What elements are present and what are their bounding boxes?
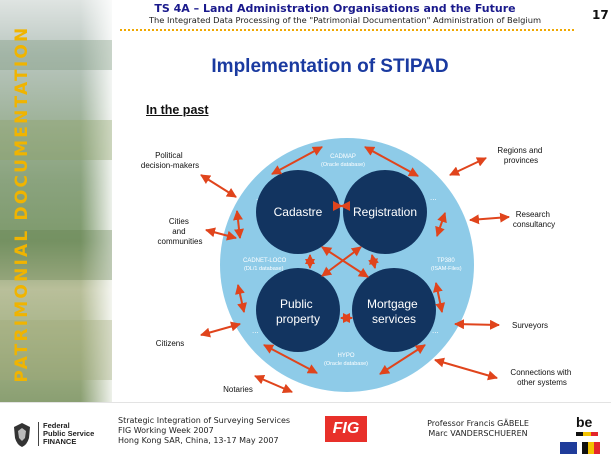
arrow-notaries [254,374,293,394]
sidebar-photo-strip: PATRIMONIAL DOCUMENTATION [0,0,112,402]
ext-regions-label: Regions and provinces [497,146,544,165]
org-line-2: Public Service [43,429,95,438]
node-mortgage-label: Mortgage services [367,297,421,326]
event-line-2: FIG Working Week 2007 [118,426,214,435]
db-cadmap-name: CADMAP [330,154,356,160]
ext-cities-label: Cities and communities [158,217,203,246]
node-cadastre [256,170,340,254]
ext-citizens-label: Citizens [156,339,184,348]
db-cadnet-name: CADNET-LOCO [243,258,287,264]
node-public-property [256,268,340,352]
ext-connections-line1: Connections with [510,368,571,377]
belgian-coat-of-arms-icon [14,423,30,447]
ext-cities-line3: communities [158,237,203,246]
ext-surveyors-label: Surveyors [512,321,548,330]
db-hypo-type: (Oracle database) [324,361,368,367]
event-line-1: Strategic Integration of Surveying Servi… [118,416,291,425]
arrow-registration-mortgage [368,254,379,269]
footer-event-info: Strategic Integration of Surveying Servi… [118,416,318,446]
footer-organisation: Federal Public Service FINANCE [38,422,105,446]
slide-title: Implementation of STIPAD [211,56,449,77]
arrow-political [200,174,237,198]
node-registration-label: Registration [353,205,417,219]
ext-research-label: Research consultancy [513,210,555,229]
fig-logo: FIG [325,416,367,442]
node-registration [343,170,427,254]
be-logo: be [576,414,593,430]
author-1: Professor Francis GÄBELE [427,419,529,428]
arrow-cadmap-right [364,146,419,177]
section-heading: In the past [146,103,209,117]
db-tp380-name: TP380 [437,258,455,264]
arrow-surveyors [454,319,500,330]
arrow-cadmap-left [271,146,323,175]
ext-connections-label: Connections with other systems [510,368,573,387]
ext-political-label: Political decision-makers [141,151,199,170]
arrow-right-top [435,212,447,237]
ext-research-line2: consultancy [513,220,555,229]
arrow-citizens [200,321,241,338]
arrow-left-bottom [235,284,247,313]
node-public-property-line2: property [276,312,320,326]
node-public-property-label: Public property [276,297,320,326]
ext-connections-line2: other systems [517,378,567,387]
belgian-flag-icon [582,442,600,454]
ext-cities-line1: Cities [169,217,189,226]
be-logo-stripe [576,432,598,436]
arrow-left-top [233,210,244,239]
page-number: 17 [592,8,609,22]
arrow-hypo-right [379,344,426,375]
node-cadastre-label: Cadastre [274,205,323,219]
author-2: Marc VANDERSCHUEREN [428,429,528,438]
arrow-regions [449,157,487,176]
header-divider [120,29,574,31]
db-tp380-type: (ISAM-Files) [431,266,462,272]
paper-subtitle: The Integrated Data Processing of the "P… [148,15,542,25]
db-hypo-name: HYPO [337,353,354,359]
footer [0,402,611,463]
node-mortgage-services [352,268,436,352]
arrow-cross-2 [321,246,362,277]
arrow-connections [434,357,498,381]
arrow-research [469,212,510,225]
eu-flag-icon [560,442,577,454]
ext-regions-line1: Regions and [497,146,542,155]
session-title: TS 4A – Land Administration Organisation… [154,2,516,15]
arrow-cities [205,227,237,241]
footer-authors: Professor Francis GÄBELE Marc VANDERSCHU… [410,419,546,439]
node-public-property-line1: Public [280,297,313,311]
ext-notaries-label: Notaries [223,385,253,394]
ext-political-line2: decision-makers [141,161,199,170]
ellipsis-top-right: ... [430,193,437,202]
node-mortgage-line1: Mortgage [367,297,418,311]
arrow-right-bottom [432,282,446,313]
ellipsis-bottom-left: ... [252,326,259,335]
ext-research-line1: Research [516,210,550,219]
ext-regions-line2: provinces [504,156,538,165]
ext-cities-line2: and [172,227,185,236]
db-cadnet-type: (DL/1 database) [244,266,284,272]
ellipsis-bottom-right: ... [432,326,439,335]
node-mortgage-line2: services [372,312,416,326]
stipad-past-diagram: CADMAP (Oracle database) CADNET-LOCO (DL… [141,138,573,394]
event-line-3: Hong Kong SAR, China, 13-17 May 2007 [118,436,279,445]
arrow-hypo-left [263,344,318,374]
db-cadmap-type: (Oracle database) [321,162,365,168]
org-line-3: FINANCE [43,437,77,446]
org-line-1: Federal [43,421,70,430]
ext-political-line1: Political [155,151,183,160]
